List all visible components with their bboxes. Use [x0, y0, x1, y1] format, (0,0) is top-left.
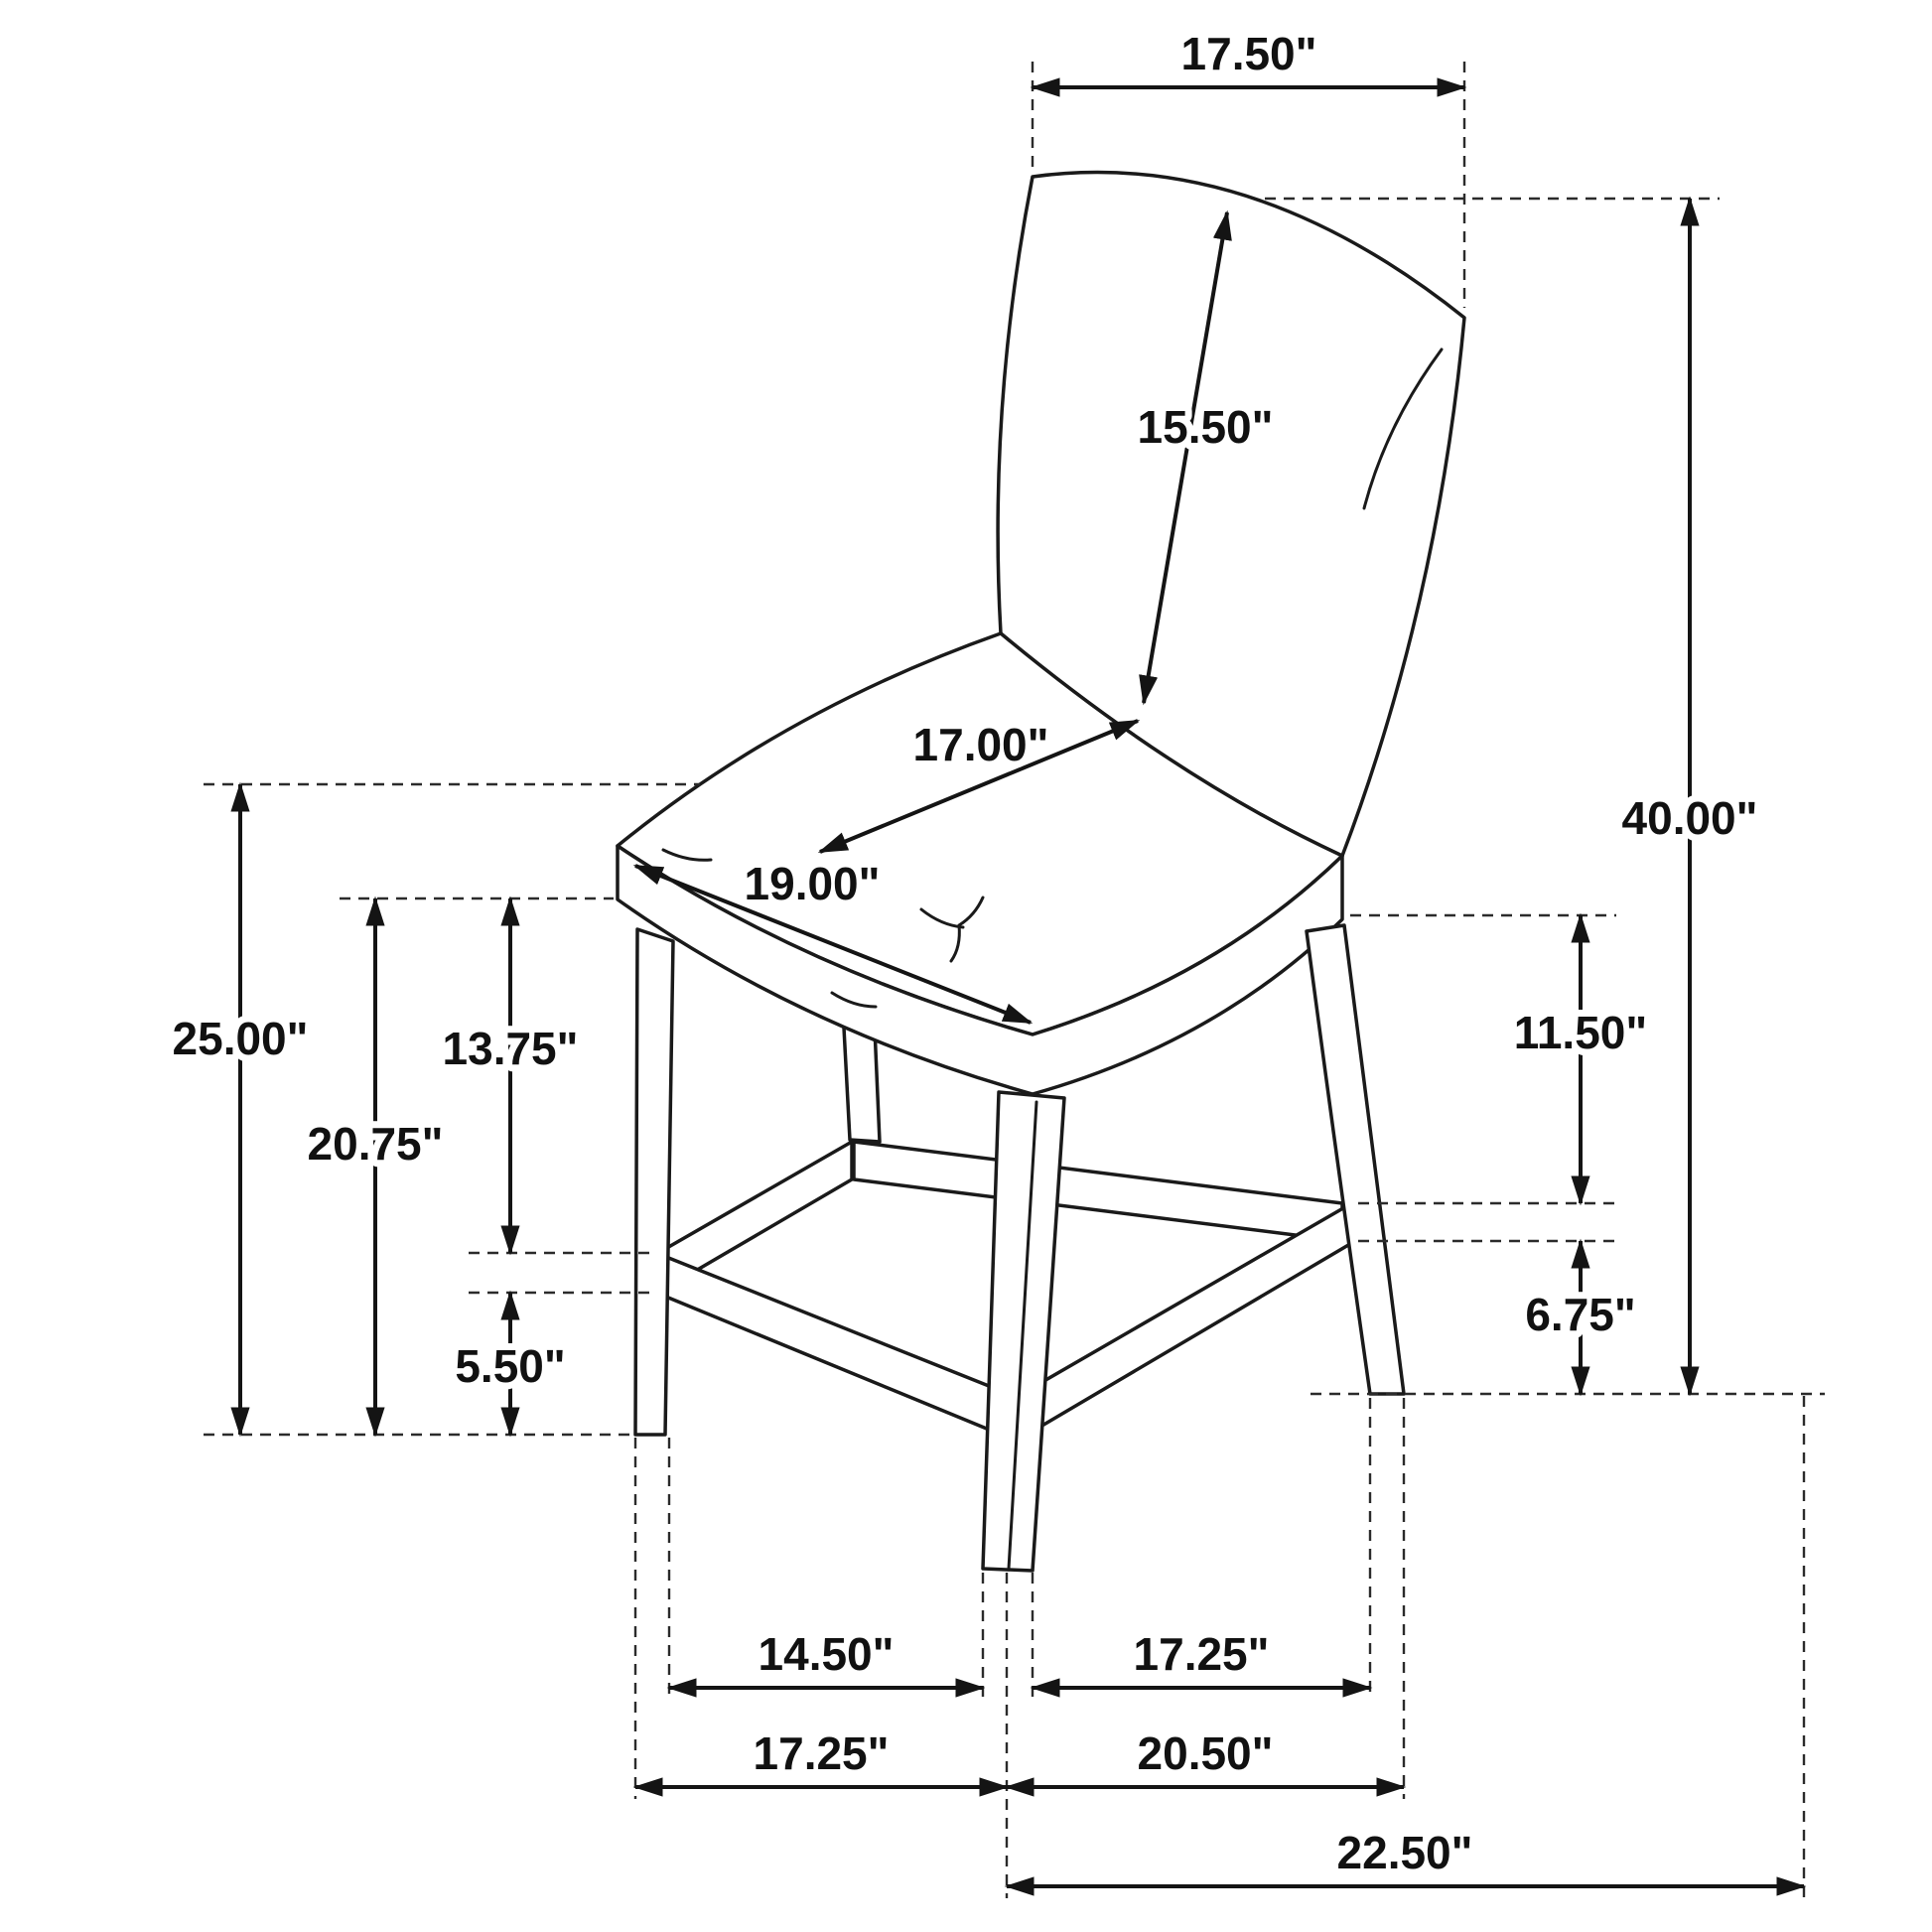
- dimension-label-floor-to-seat-bottom: 20.75": [308, 1118, 444, 1170]
- floor-projection-guides: [633, 1396, 1806, 1898]
- dimension-front-span-inner: 14.50": [666, 1621, 986, 1698]
- dimension-overall-depth: 22.50": [1004, 1820, 1807, 1896]
- dimension-label-floor-to-seat-top: 25.00": [173, 1013, 309, 1064]
- dimension-left-span-outer: 17.25": [632, 1721, 1010, 1797]
- extension-line: [1031, 62, 1466, 308]
- dimension-right-span: 17.25": [1030, 1621, 1373, 1698]
- extension-line: [1265, 197, 1825, 1396]
- dimension-label-seat-depth: 17.00": [913, 719, 1049, 770]
- dimension-floor-to-seat-bottom: 20.75": [301, 896, 614, 1438]
- extension-line: [1350, 913, 1616, 1205]
- dimension-floor-to-seat-top: 25.00": [166, 781, 700, 1438]
- backrest-roll-seam: [1362, 347, 1444, 510]
- dimension-arrow: [1139, 209, 1232, 706]
- dimension-seat-to-stretcher-right: 11.50": [1350, 912, 1654, 1206]
- dimension-backrest-height: 15.50": [1131, 209, 1280, 706]
- dimension-seat-depth: 17.00": [817, 712, 1141, 854]
- dimension-label-seat-width: 19.00": [745, 858, 881, 909]
- seat-wrinkle-left: [661, 848, 713, 862]
- dimension-label-front-span-inner: 14.50": [759, 1628, 895, 1680]
- stretcher-back: [852, 1140, 1344, 1243]
- dimension-floor-to-stretcher-right: 6.75": [1358, 1238, 1643, 1397]
- dimension-label-floor-to-stretcher-right: 6.75": [1525, 1289, 1635, 1340]
- dimension-back-top-width: 17.50": [1030, 21, 1467, 308]
- dimension-seat-width: 19.00": [632, 851, 1034, 1025]
- dimension-label-seat-to-stretcher-right: 11.50": [1514, 1007, 1647, 1058]
- stretcher-right-side: [1027, 1199, 1357, 1436]
- dimension-label-overall-height: 40.00": [1622, 792, 1758, 844]
- dimension-arrow: [817, 719, 1141, 854]
- dimension-depth-span: 20.50": [1004, 1721, 1407, 1797]
- dimension-label-depth-span: 20.50": [1138, 1727, 1274, 1779]
- extension-line: [204, 782, 700, 1437]
- dimension-label-left-span-outer: 17.25": [754, 1727, 890, 1779]
- dimension-label-overall-depth: 22.50": [1337, 1827, 1473, 1878]
- dimension-label-floor-to-stretcher-left: 5.50": [455, 1340, 565, 1392]
- dimension-arrow: [632, 864, 1034, 1025]
- dimension-label-backrest-height: 15.50": [1138, 401, 1274, 453]
- dimension-label-right-span: 17.25": [1134, 1628, 1270, 1680]
- chair-leg-back-right: [1305, 923, 1406, 1396]
- chair-leg-front-right-ridge: [1007, 1100, 1038, 1571]
- extension-line: [633, 1396, 1806, 1898]
- dimension-overall-height: 40.00": [1265, 196, 1825, 1397]
- dimension-label-back-top-width: 17.50": [1181, 28, 1317, 79]
- chair-leg-front-left: [633, 927, 675, 1437]
- dimension-seat-to-stretcher-left: 13.75": [436, 896, 653, 1256]
- dimension-label-seat-to-stretcher-left: 13.75": [443, 1023, 579, 1074]
- dimension-floor-to-stretcher-left: 5.50": [448, 1290, 653, 1438]
- stretcher-front: [654, 1251, 1001, 1436]
